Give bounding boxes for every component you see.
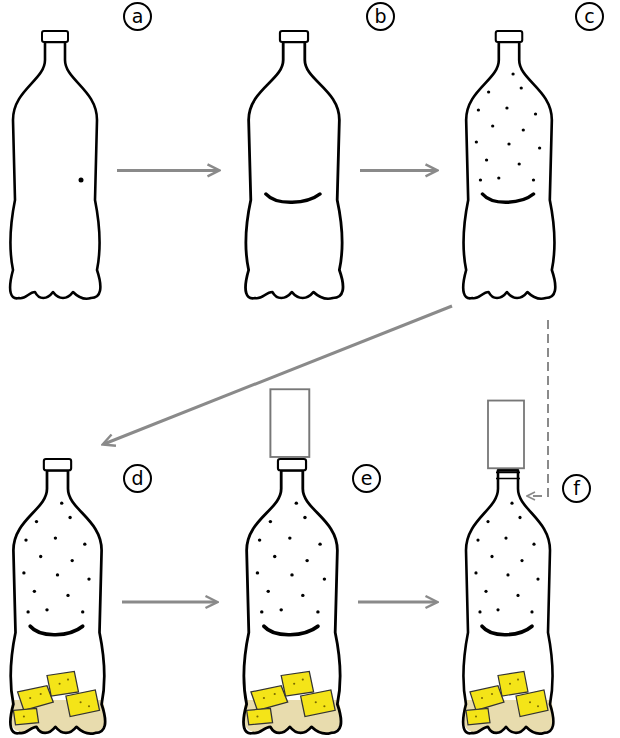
bottle-drawing — [238, 458, 346, 735]
bottle-stage: f — [458, 458, 558, 735]
step-letter-circle: a — [123, 2, 152, 31]
hole-mark — [79, 178, 84, 183]
cut-line — [30, 626, 82, 634]
sponges — [247, 671, 336, 724]
cut-line — [266, 194, 320, 202]
sponges — [466, 671, 548, 724]
bottle-drawing — [240, 30, 348, 300]
bottle-outline — [463, 470, 553, 733]
step-arrow — [358, 601, 436, 604]
step-letter: a — [132, 7, 144, 26]
cut-line — [264, 626, 318, 634]
step-letter-circle: f — [562, 474, 591, 503]
bottle-drawing — [5, 30, 105, 300]
step-letter: c — [584, 7, 594, 26]
step-letter-circle: b — [366, 2, 395, 31]
bottle-stage: e — [238, 458, 346, 735]
step-letter: f — [573, 479, 580, 498]
bottle-outline — [10, 470, 105, 733]
air-holes — [474, 501, 539, 613]
air-holes — [256, 501, 326, 613]
bottle-stage: c — [458, 30, 560, 300]
bottle-drawing — [458, 30, 560, 300]
sponges — [13, 671, 99, 724]
bottle-outline — [10, 42, 100, 299]
step-letter: e — [361, 469, 373, 488]
tube — [270, 389, 309, 457]
bottle-outline — [463, 42, 555, 299]
step-letter-circle: c — [575, 2, 604, 31]
bottle-cap — [278, 459, 306, 470]
cut-line — [482, 194, 533, 202]
step-letter-circle: e — [352, 464, 381, 493]
bottle-cap — [280, 31, 308, 42]
bottle-neck-thread — [496, 472, 520, 478]
step-arrow — [117, 169, 218, 172]
bottle-stage: b — [240, 30, 348, 300]
step-arrow — [122, 601, 216, 604]
air-holes — [22, 501, 90, 613]
bottle-outline — [246, 42, 343, 299]
step-letter: d — [131, 469, 143, 488]
bottle-drawing — [458, 458, 558, 735]
bottle-cap — [496, 31, 523, 42]
bottle-drawing — [5, 458, 110, 735]
step-letter-circle: d — [123, 464, 152, 493]
step-arrow — [360, 169, 436, 172]
dashed-arrow — [528, 320, 548, 496]
cut-line — [482, 626, 532, 634]
bottle-cap — [44, 459, 71, 470]
tube — [488, 401, 524, 469]
bottle-outline — [244, 470, 341, 733]
air-holes — [475, 72, 542, 181]
step-letter: b — [374, 7, 386, 26]
bottle-stage: d — [5, 458, 110, 735]
bottle-stage: a — [5, 30, 105, 300]
bottle-cap — [42, 31, 68, 42]
